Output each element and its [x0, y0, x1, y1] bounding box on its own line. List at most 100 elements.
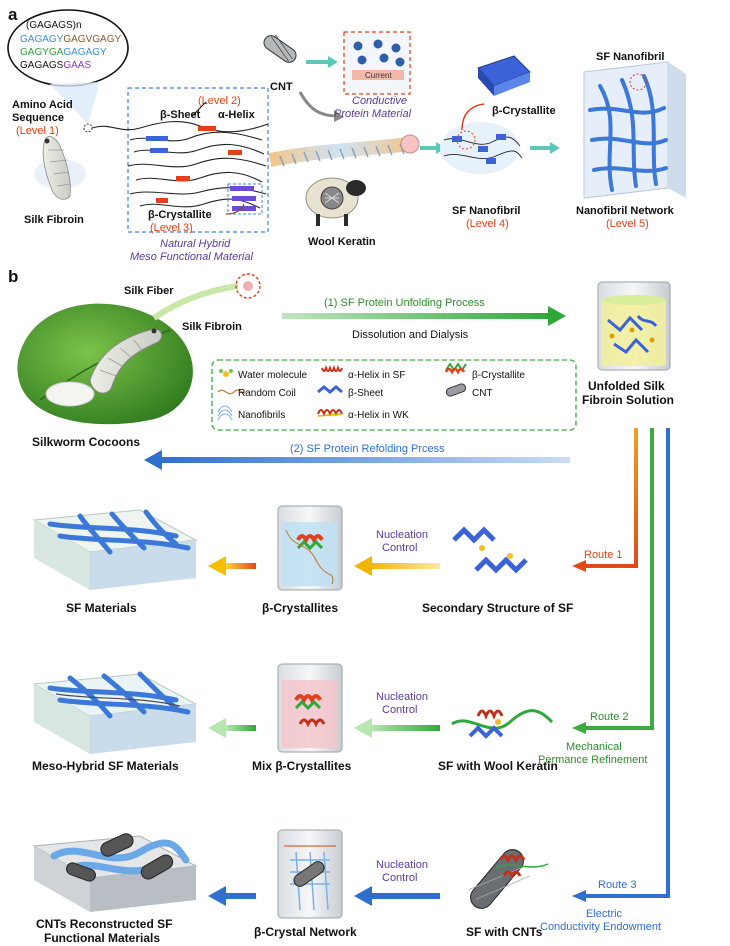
- unfolding-label: (1) SF Protein Unfolding Process: [324, 297, 485, 309]
- route2-line: [586, 428, 654, 730]
- route3-note-1: Electric: [586, 908, 623, 920]
- row1-control-1: Nucleation: [376, 529, 428, 541]
- legend-beta-crystallite: β-Crystallite: [472, 370, 525, 381]
- row2-wool-keratin-structure: [451, 709, 554, 739]
- alpha-helix-label-a: α-Helix: [218, 109, 256, 121]
- row3-control-2: Control: [382, 872, 417, 884]
- silkworm-cocoons-label: Silkworm Cocoons: [32, 435, 140, 449]
- route3-label: Route 3: [598, 879, 637, 891]
- panel-a-letter: a: [8, 5, 18, 24]
- cnt-tube-icon: [263, 34, 297, 63]
- row2-middle-arrow: [370, 725, 440, 731]
- level2-pointer: [191, 101, 207, 117]
- sequence-bubble: [7, 9, 129, 133]
- legend-alpha-helix-wk: α-Helix in WK: [348, 410, 409, 421]
- row3-middle-arrow: [370, 893, 440, 899]
- row3-control-1: Nucleation: [376, 859, 428, 871]
- current-label: Current: [365, 71, 392, 80]
- route2-note-2: Permance Refinement: [538, 754, 647, 766]
- level1-label: (Level 1): [16, 125, 59, 137]
- route3-line: [586, 428, 670, 898]
- level5-label: (Level 5): [606, 218, 649, 230]
- route2-label: Route 2: [590, 711, 629, 723]
- beta-crystallite-label-upper: β-Crystallite: [492, 105, 556, 117]
- row2-left-arrow: [226, 725, 256, 731]
- row1-material-block: [32, 509, 198, 590]
- row2-structure-label: SF with Wool Keratin: [438, 759, 558, 773]
- row2-beaker: [277, 663, 343, 753]
- row1-beaker: [277, 505, 343, 591]
- conductive-caption-1: Conductive: [352, 95, 407, 107]
- amino-acid-label-1: Amino Acid: [12, 99, 73, 111]
- level3-pointer: [225, 203, 245, 215]
- twisted-fiber: [268, 134, 420, 167]
- crystallite-pointer: [461, 103, 485, 131]
- row3-beaker: [277, 829, 343, 919]
- row3-cnt-structure: [468, 849, 549, 909]
- row3-crystal-label: β-Crystal Network: [254, 925, 357, 939]
- beta-crystallite-label-a: β-Crystallite: [148, 209, 212, 221]
- row3-material-label-2: Functional Materials: [44, 931, 160, 945]
- unfolded-solution-label-1: Unfolded Silk: [588, 379, 665, 393]
- row2-material-label: Meso-Hybrid SF Materials: [32, 759, 179, 773]
- unfolded-solution-label-2: Fibroin Solution: [582, 393, 674, 407]
- row2-material-block: [32, 671, 198, 754]
- legend-alpha-helix-sf: α-Helix in SF: [348, 370, 405, 381]
- row1-material-label: SF Materials: [66, 601, 137, 615]
- hybrid-caption-1: Natural Hybrid: [160, 238, 231, 250]
- silkworm-icon: [34, 136, 86, 200]
- beta-crystallite-block: [477, 55, 531, 96]
- silk-fibroin-label-b: Silk Fibroin: [182, 321, 242, 333]
- route1-label: Route 1: [584, 549, 623, 561]
- level3-label: (Level 3): [150, 222, 193, 234]
- row2-control-1: Nucleation: [376, 691, 428, 703]
- row1-middle-arrow: [370, 563, 440, 569]
- level2-label: (Level 2): [198, 95, 241, 107]
- beta-sheet-markers: [146, 126, 263, 215]
- route2-note-1: Mechanical: [566, 741, 622, 753]
- row1-secondary-structure: [452, 526, 528, 574]
- row1-control-2: Control: [382, 542, 417, 554]
- row1-left-arrow: [226, 563, 256, 569]
- row1-crystal-label: β-Crystallites: [262, 601, 338, 615]
- sequence-line-3: GAGAGSGAAS: [20, 60, 91, 71]
- panel-b-letter: b: [8, 267, 18, 286]
- unfolded-solution-beaker: [597, 281, 671, 371]
- row2-crystal-label: Mix β-Crystallites: [252, 759, 352, 773]
- silkworm-cocoon-illustration: [17, 303, 193, 425]
- sf-nanofibril-illustration: [440, 122, 523, 174]
- sheep-icon: [305, 177, 366, 226]
- cnt-to-fiber-arrow: [298, 91, 339, 118]
- row2-control-2: Control: [382, 704, 417, 716]
- hybrid-caption-2: Meso Functional Material: [130, 251, 253, 263]
- sf-nanofibril-label-center: SF Nanofibril: [452, 205, 520, 217]
- silk-fiber-strand: [152, 283, 239, 321]
- sequence-line-2: GAGYGAGAGAGY: [20, 47, 107, 58]
- legend-beta-sheet: β-Sheet: [348, 388, 383, 399]
- legend-icons: [217, 362, 467, 421]
- dissolution-label: Dissolution and Dialysis: [352, 329, 469, 341]
- cnt-label-a: CNT: [270, 81, 293, 93]
- unfolding-arrow: [282, 313, 550, 319]
- meso-material-box: [127, 87, 269, 233]
- row3-material-block: [32, 833, 198, 912]
- refolding-label: (2) SF Protein Refolding Prcess: [290, 443, 445, 455]
- silk-fibroin-label-a: Silk Fibroin: [24, 214, 84, 226]
- route1-line: [586, 428, 638, 568]
- row3-material-label-1: CNTs Reconstructed SF: [36, 917, 172, 931]
- silk-fibroin-zoom-circle: [235, 273, 261, 299]
- current-bar: [352, 70, 404, 80]
- row3-structure-label: SF with CNTs: [466, 925, 543, 939]
- legend-random-coil: Random Coil: [238, 388, 296, 399]
- wool-keratin-label: Wool Keratin: [308, 236, 376, 248]
- protein-chains-illustration: [91, 120, 269, 209]
- conductive-caption-2: Protein Material: [334, 108, 412, 120]
- silk-fiber-label: Silk Fiber: [124, 285, 174, 297]
- legend-water-molecule: Water molecule: [238, 370, 308, 381]
- row3-left-arrow: [226, 893, 256, 899]
- beta-sheet-label-a: β-Sheet: [160, 109, 201, 121]
- sequence-title: (GAGAGS)n: [26, 20, 82, 31]
- sequence-line-1: GAGAGYGAGVGAGY: [20, 34, 121, 45]
- row1-structure-label: Secondary Structure of SF: [422, 601, 573, 615]
